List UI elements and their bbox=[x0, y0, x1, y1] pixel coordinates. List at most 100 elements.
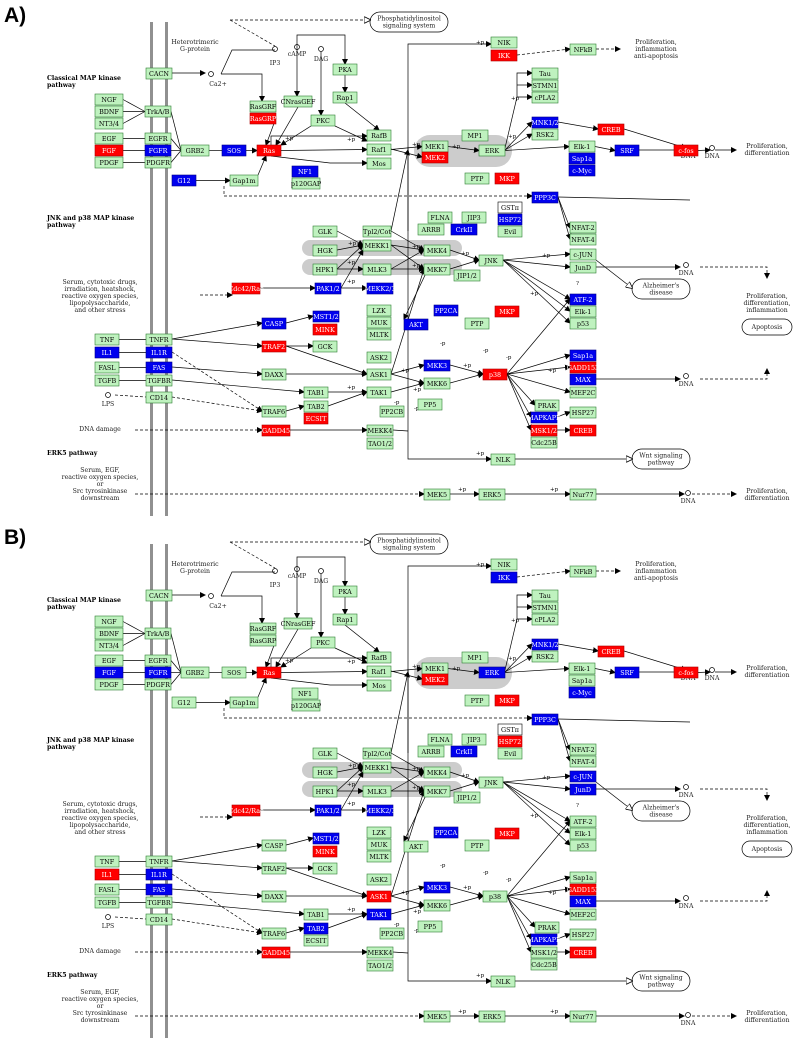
gene-label: MINK bbox=[315, 848, 335, 856]
gene-box bbox=[180, 144, 210, 157]
gene-label: p38 bbox=[489, 893, 501, 901]
gene-label: MEK5 bbox=[427, 491, 447, 499]
gene-box bbox=[94, 117, 124, 130]
gene-box bbox=[531, 128, 559, 141]
gene-node-mekk1: MEKK1 bbox=[362, 761, 392, 774]
relation-line bbox=[595, 259, 632, 288]
gene-label: MKK4 bbox=[427, 769, 447, 777]
relation-line bbox=[280, 668, 368, 675]
dna-label: DNA bbox=[679, 903, 694, 910]
gene-node-cd14: CD14 bbox=[145, 913, 173, 926]
gene-node-cpla2: cPLA2 bbox=[531, 91, 559, 104]
relation-line bbox=[229, 19, 276, 47]
gene-box bbox=[423, 359, 451, 372]
gene-label: RasGRP bbox=[250, 115, 277, 123]
relation-line bbox=[390, 671, 410, 754]
gene-box bbox=[261, 862, 287, 875]
gene-node-hsp27: HSP27 bbox=[569, 406, 597, 419]
gene-node-ask1: ASK1 bbox=[366, 368, 392, 381]
relation-line bbox=[504, 655, 533, 673]
gene-node-tnf: TNF bbox=[94, 855, 120, 868]
gene-label: FGF bbox=[102, 147, 117, 155]
unknown-mark: ? bbox=[576, 803, 579, 809]
gene-node-mp1: MP1 bbox=[461, 129, 489, 142]
gene-box bbox=[530, 946, 558, 959]
gene-node-tnfr: TNFR bbox=[145, 333, 173, 346]
dephosphorylation-label: -p bbox=[483, 870, 489, 876]
ca2-label: Ca2+ bbox=[209, 81, 227, 88]
gene-node-tao12: TAO1/2 bbox=[366, 437, 394, 450]
gene-box bbox=[314, 282, 342, 295]
gene-node-mekk1: MEKK1 bbox=[362, 239, 392, 252]
gene-box bbox=[145, 67, 173, 80]
gene-node-srf: SRF bbox=[614, 666, 640, 679]
gene-node-pka: PKA bbox=[332, 585, 358, 598]
gene-node-nik: NIK bbox=[490, 36, 518, 49]
relation-line bbox=[275, 628, 299, 668]
phosphorylation-label: +p bbox=[347, 279, 356, 285]
phosphatidylinositol-outcome-text: signaling system bbox=[383, 23, 436, 30]
gene-box bbox=[497, 723, 523, 736]
gene-label: CACN bbox=[149, 70, 169, 78]
gene-label: MEKK1 bbox=[365, 242, 390, 250]
gene-node-tab2: TAB2 bbox=[303, 400, 329, 413]
gene-label: MAPKAPK bbox=[527, 414, 561, 422]
gene-node-gap1m: Gap1m bbox=[229, 174, 259, 187]
relation-line bbox=[447, 668, 480, 675]
gene-label: GADD45 bbox=[262, 949, 290, 957]
gene-box bbox=[569, 895, 597, 908]
stress-stimuli-label: Serum, cytotoxic drugs, bbox=[63, 279, 138, 286]
wnt-outcome-text: pathway bbox=[648, 460, 675, 467]
gene-node-mkp: MKP bbox=[494, 172, 520, 185]
gene-node-tgfbr: TGFBR bbox=[145, 896, 173, 909]
gene-box bbox=[531, 67, 559, 80]
gene-label: NLK bbox=[496, 456, 511, 464]
gene-node-mkk6: MKK6 bbox=[423, 899, 451, 912]
gene-box bbox=[403, 840, 429, 853]
gene-label: TAB2 bbox=[307, 925, 324, 933]
gene-node-rasgrp: RasGRP bbox=[249, 634, 277, 647]
gene-label: JIP3 bbox=[466, 214, 480, 222]
gene-node-jnk: JNK bbox=[478, 254, 504, 267]
gene-box bbox=[366, 437, 394, 450]
dna-label: DNA bbox=[679, 792, 694, 799]
dna-damage-label: DNA damage bbox=[79, 426, 121, 433]
gene-node-mek1: MEK1 bbox=[421, 662, 449, 675]
gene-box bbox=[490, 36, 518, 49]
dna-label: DNA bbox=[679, 381, 694, 388]
unknown-mark: ? bbox=[576, 281, 579, 287]
relation-line bbox=[285, 867, 368, 898]
relation-line bbox=[171, 873, 263, 934]
gene-node-tnf: TNF bbox=[94, 333, 120, 346]
gene-box bbox=[569, 755, 597, 768]
phosphorylation-label: +p bbox=[511, 618, 520, 624]
gene-label: c-fos bbox=[678, 669, 693, 677]
gene-node-bdnf: BDNF bbox=[94, 627, 124, 640]
gene-node-pdgfr: PDGFR bbox=[144, 156, 172, 169]
gene-node-erk: ERK bbox=[478, 144, 506, 157]
gene-node-traf2: TRAF2 bbox=[261, 862, 287, 875]
gene-box bbox=[417, 398, 443, 411]
gene-node-mekk4: MEKK4 bbox=[366, 946, 394, 959]
gene-label: NFkB bbox=[574, 46, 593, 54]
relation-line bbox=[170, 660, 182, 673]
phosphorylation-label: +p bbox=[530, 291, 539, 297]
gene-node-nlk: NLK bbox=[490, 975, 516, 988]
gene-box bbox=[366, 386, 392, 399]
gene-box bbox=[366, 328, 392, 341]
gene-label: MEKK2/3 bbox=[364, 807, 395, 815]
gene-box bbox=[461, 211, 487, 224]
gene-node-il1: IL1 bbox=[94, 346, 120, 359]
gene-box bbox=[569, 248, 597, 261]
gene-label: PRAK bbox=[538, 924, 557, 932]
gene-box bbox=[291, 165, 319, 178]
gene-box bbox=[569, 839, 597, 852]
erk5-stimuli-label: downstream bbox=[81, 1017, 120, 1024]
apoptosis-outcome-text: Apoptosis bbox=[751, 324, 783, 331]
gene-label: IL1 bbox=[102, 349, 113, 357]
gene-label: ASK2 bbox=[369, 876, 388, 884]
stress-stimuli-label: lipopolysaccharide, bbox=[70, 822, 131, 829]
gene-node-nfat4: NFAT-4 bbox=[569, 755, 597, 768]
gene-box bbox=[310, 114, 336, 127]
gene-label: MKK3 bbox=[427, 362, 447, 370]
